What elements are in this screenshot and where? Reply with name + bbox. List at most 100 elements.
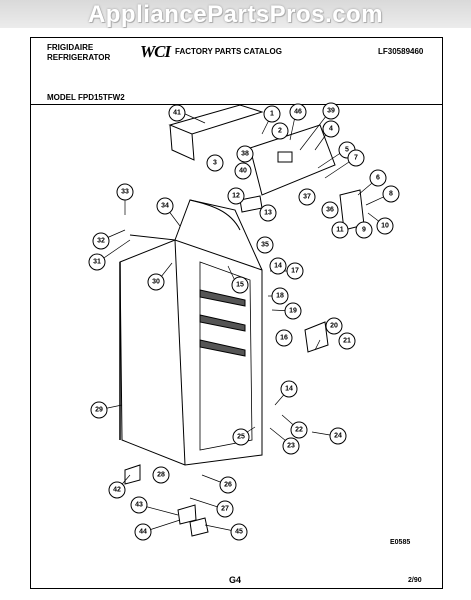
callout-30: 30	[147, 273, 165, 291]
svg-text:6: 6	[376, 175, 380, 182]
callout-11: 11	[331, 221, 349, 239]
callout-32: 32	[92, 232, 110, 250]
callout-17: 17	[286, 262, 304, 280]
svg-text:40: 40	[239, 168, 247, 175]
brand-line-1: FRIGIDAIRE	[47, 43, 94, 52]
callout-18: 18	[271, 287, 289, 305]
svg-text:45: 45	[235, 529, 243, 536]
svg-text:25: 25	[237, 434, 245, 441]
svg-text:30: 30	[152, 279, 160, 286]
svg-text:24: 24	[334, 433, 342, 440]
top-cover	[168, 104, 264, 135]
callout-38: 38	[236, 145, 254, 163]
svg-text:16: 16	[280, 335, 288, 342]
svg-text:11: 11	[336, 227, 344, 234]
shelf-2	[199, 314, 246, 332]
callout-23: 23	[282, 437, 300, 455]
callout-19: 19	[284, 302, 302, 320]
callout-14-lower: 14	[280, 380, 298, 398]
svg-text:7: 7	[354, 155, 358, 162]
callout-34: 34	[156, 197, 174, 215]
svg-text:15: 15	[236, 282, 244, 289]
svg-text:3: 3	[213, 160, 217, 167]
watermark-banner: AppliancePartsPros.com	[0, 0, 471, 28]
callout-31: 31	[88, 253, 106, 271]
svg-text:43: 43	[135, 502, 143, 509]
svg-text:34: 34	[161, 203, 169, 210]
callout-8: 8	[382, 185, 400, 203]
svg-text:17: 17	[291, 268, 299, 275]
svg-text:39: 39	[327, 108, 335, 115]
callout-9: 9	[355, 221, 373, 239]
hinge-bottom	[124, 464, 141, 485]
callout-29: 29	[90, 401, 108, 419]
callout-36: 36	[321, 201, 339, 219]
callout-20: 20	[325, 317, 343, 335]
cabinet-front-edge	[174, 239, 186, 466]
page-number: G4	[229, 575, 242, 585]
callout-25: 25	[232, 428, 250, 446]
model-label: MODEL FPD15TFW2	[47, 93, 125, 102]
svg-text:14: 14	[274, 263, 282, 270]
interior-liner	[199, 261, 253, 451]
callout-28: 28	[152, 466, 170, 484]
svg-text:38: 38	[241, 151, 249, 158]
svg-text:13: 13	[264, 210, 272, 217]
callout-15: 15	[231, 276, 249, 294]
svg-text:2: 2	[278, 128, 282, 135]
svg-text:33: 33	[121, 189, 129, 196]
callout-42: 42	[108, 481, 126, 499]
svg-text:27: 27	[221, 506, 229, 513]
svg-text:4: 4	[329, 126, 333, 133]
wci-logo: WCI	[140, 42, 171, 61]
shelf-3	[199, 339, 246, 357]
svg-text:21: 21	[343, 338, 351, 345]
svg-text:32: 32	[97, 238, 105, 245]
svg-text:31: 31	[93, 259, 101, 266]
callout-14-upper: 14	[269, 257, 287, 275]
catalog-date: 2/90	[408, 577, 422, 584]
callout-35: 35	[256, 236, 274, 254]
svg-text:37: 37	[303, 194, 311, 201]
door-stop-part	[304, 321, 329, 353]
svg-text:44: 44	[139, 529, 147, 536]
svg-text:1: 1	[270, 111, 274, 118]
callout-21: 21	[338, 332, 356, 350]
svg-text:41: 41	[173, 110, 181, 117]
svg-text:26: 26	[224, 482, 232, 489]
top-cover-side	[169, 124, 195, 161]
callout-4: 4	[322, 120, 340, 138]
catalog-title: FACTORY PARTS CATALOG	[175, 47, 282, 56]
svg-text:22: 22	[295, 427, 303, 434]
callout-37: 37	[298, 188, 316, 206]
header-divider	[31, 104, 442, 105]
svg-text:29: 29	[95, 407, 103, 414]
callout-1: 1	[263, 105, 281, 123]
foot-part	[189, 517, 209, 537]
control-panel-window	[277, 151, 293, 163]
callouts: 41 1 46 39 2 4 38 5 3 40 7 37 6 8 36 11 …	[88, 102, 400, 541]
catalog-frame	[30, 37, 443, 589]
callout-41: 41	[168, 104, 186, 122]
callout-46: 46	[289, 103, 307, 121]
svg-text:19: 19	[289, 308, 297, 315]
cabinet-top-curve	[189, 199, 241, 231]
callout-40: 40	[234, 162, 252, 180]
callout-16: 16	[275, 329, 293, 347]
callout-10: 10	[376, 217, 394, 235]
brand-label: FRIGIDAIRE REFRIGERATOR	[47, 43, 110, 63]
svg-text:9: 9	[362, 227, 366, 234]
callout-27: 27	[216, 500, 234, 518]
catalog-number: LF30589460	[378, 47, 424, 56]
callout-44: 44	[134, 523, 152, 541]
svg-text:36: 36	[326, 207, 334, 214]
callout-13: 13	[259, 204, 277, 222]
callout-3: 3	[206, 154, 224, 172]
svg-text:28: 28	[157, 472, 165, 479]
svg-text:46: 46	[294, 109, 302, 116]
callout-39: 39	[322, 102, 340, 120]
svg-text:5: 5	[345, 147, 349, 154]
shelf-1	[199, 289, 246, 307]
svg-text:23: 23	[287, 443, 295, 450]
callout-45: 45	[230, 523, 248, 541]
